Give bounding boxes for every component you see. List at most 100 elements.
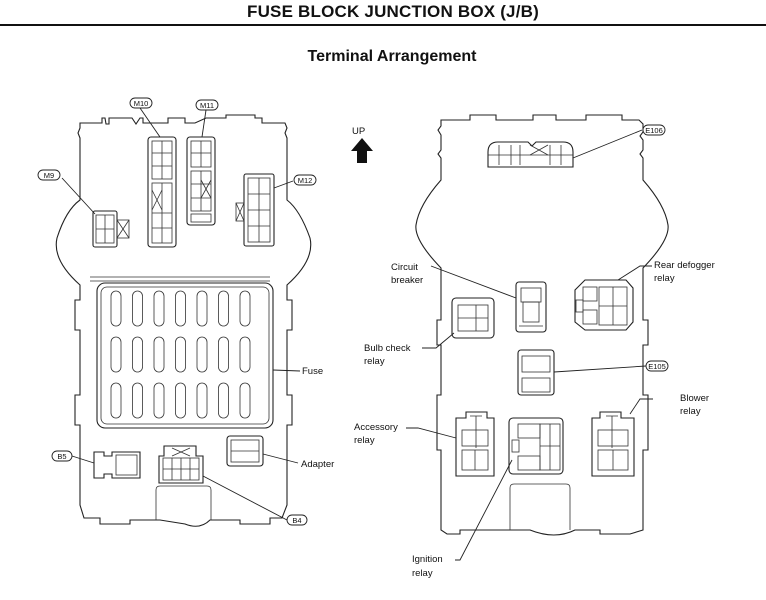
- tag-m11[interactable]: M11: [195, 99, 219, 111]
- fuse-slot[interactable]: [153, 336, 165, 373]
- fuse-slot[interactable]: [110, 290, 122, 327]
- front-divider: [90, 276, 270, 282]
- section-subtitle: Terminal Arrangement: [307, 48, 477, 65]
- svg-text:relay: relay: [654, 273, 675, 284]
- fuse-slot[interactable]: [218, 382, 229, 419]
- svg-text:Bulb check: Bulb check: [364, 343, 411, 354]
- fuse-slot[interactable]: [175, 336, 186, 373]
- label-rear-defogger-relay: Rear defogger relay: [654, 260, 715, 284]
- connector-m10[interactable]: [147, 136, 177, 248]
- leader-adapter: [262, 453, 299, 464]
- label-accessory-relay: Accessory relay: [354, 422, 398, 446]
- svg-text:breaker: breaker: [391, 275, 423, 286]
- tag-m11-text: M11: [200, 101, 214, 110]
- leader-b4: [202, 475, 288, 521]
- connector-m12[interactable]: [235, 173, 275, 247]
- label-blower-relay: Blower relay: [680, 393, 709, 417]
- fuse-slot[interactable]: [196, 290, 208, 327]
- rear-view-housing: [415, 114, 669, 536]
- svg-text:Blower: Blower: [680, 393, 709, 404]
- fuse-slot[interactable]: [239, 382, 251, 419]
- connector-m9[interactable]: [92, 210, 130, 248]
- leader-fuse: [272, 369, 301, 372]
- tag-e106-text: E106: [645, 126, 663, 135]
- leader-b5: [71, 455, 95, 464]
- tag-e105-text: E105: [648, 362, 666, 371]
- fuse-slot[interactable]: [239, 290, 251, 327]
- title-rule: [0, 24, 766, 26]
- tag-m9[interactable]: M9: [37, 169, 61, 181]
- leader-rear-defogger-relay: [617, 265, 652, 281]
- tag-e106[interactable]: E106: [642, 124, 666, 136]
- tag-m10-text: M10: [134, 99, 149, 108]
- fuse-slot[interactable]: [239, 336, 251, 373]
- leader-m9: [61, 177, 96, 215]
- leader-m11: [201, 109, 207, 138]
- connector-b4[interactable]: [158, 445, 204, 484]
- front-housing-outline: [55, 114, 312, 527]
- rear-bottom-bracket: [509, 483, 571, 530]
- rear-housing-outline: [415, 114, 669, 536]
- leader-accessory-relay: [406, 427, 457, 439]
- label-fuse: Fuse: [302, 366, 323, 377]
- label-bulb-check-relay: Bulb check relay: [364, 343, 411, 367]
- tag-b4[interactable]: B4: [286, 514, 308, 526]
- fuse-slot[interactable]: [132, 290, 143, 327]
- front-view-housing: [55, 114, 312, 527]
- label-circuit-breaker: Circuit breaker: [391, 262, 423, 286]
- connector-e105[interactable]: [517, 349, 555, 396]
- fuse-slot[interactable]: [175, 382, 186, 419]
- front-bottom-bracket: [155, 485, 212, 520]
- leader-m12: [273, 180, 294, 189]
- connector-b5[interactable]: [93, 451, 141, 479]
- fuse-slot[interactable]: [132, 382, 143, 419]
- svg-text:Rear defogger: Rear defogger: [654, 260, 715, 271]
- svg-text:relay: relay: [680, 406, 701, 417]
- svg-text:relay: relay: [354, 435, 375, 446]
- rear-defogger-relay[interactable]: [574, 279, 634, 331]
- tag-m9-text: M9: [44, 171, 54, 180]
- leader-m10: [139, 107, 161, 138]
- connector-m11[interactable]: [186, 136, 216, 226]
- leader-e106: [572, 129, 643, 159]
- fuse-slot[interactable]: [132, 336, 143, 373]
- svg-text:Circuit: Circuit: [391, 262, 418, 273]
- leader-ignition-relay: [455, 459, 513, 561]
- leader-bulb-check-relay: [422, 332, 455, 349]
- fuse-slot[interactable]: [153, 290, 165, 327]
- svg-text:relay: relay: [364, 356, 385, 367]
- circuit-breaker[interactable]: [515, 281, 547, 333]
- fuse-slot[interactable]: [153, 382, 165, 419]
- fuse-panel: [96, 282, 274, 429]
- svg-text:relay: relay: [412, 568, 433, 579]
- leader-blower-relay: [629, 398, 653, 415]
- fuse-slot[interactable]: [175, 290, 186, 327]
- tag-b5[interactable]: B5: [51, 450, 73, 462]
- blower-relay[interactable]: [591, 411, 635, 477]
- tag-b4-text: B4: [292, 516, 301, 525]
- leader-circuit-breaker: [430, 265, 517, 299]
- up-arrow-icon: [351, 138, 373, 163]
- fuse-slot[interactable]: [110, 336, 122, 373]
- tag-e105[interactable]: E105: [645, 360, 669, 372]
- accessory-relay[interactable]: [455, 411, 495, 477]
- ignition-relay[interactable]: [508, 417, 564, 475]
- fuse-slot[interactable]: [196, 382, 208, 419]
- tag-b5-text: B5: [57, 452, 66, 461]
- fuse-slot[interactable]: [110, 382, 122, 419]
- tag-m12-text: M12: [298, 176, 313, 185]
- bulb-check-relay[interactable]: [451, 297, 495, 339]
- svg-text:Accessory: Accessory: [354, 422, 398, 433]
- fuse-slot[interactable]: [218, 290, 229, 327]
- fuse-slot[interactable]: [218, 336, 229, 373]
- fuse-slot-grid: [110, 290, 251, 419]
- connector-e106[interactable]: [487, 141, 574, 168]
- up-label: UP: [352, 126, 365, 137]
- label-adapter: Adapter: [301, 459, 334, 470]
- page-title: FUSE BLOCK JUNCTION BOX (J/B): [247, 2, 539, 21]
- label-ignition-relay: Ignition relay: [412, 554, 443, 579]
- tag-m10[interactable]: M10: [129, 97, 153, 109]
- fuse-slot[interactable]: [196, 336, 208, 373]
- tag-m12[interactable]: M12: [293, 174, 317, 186]
